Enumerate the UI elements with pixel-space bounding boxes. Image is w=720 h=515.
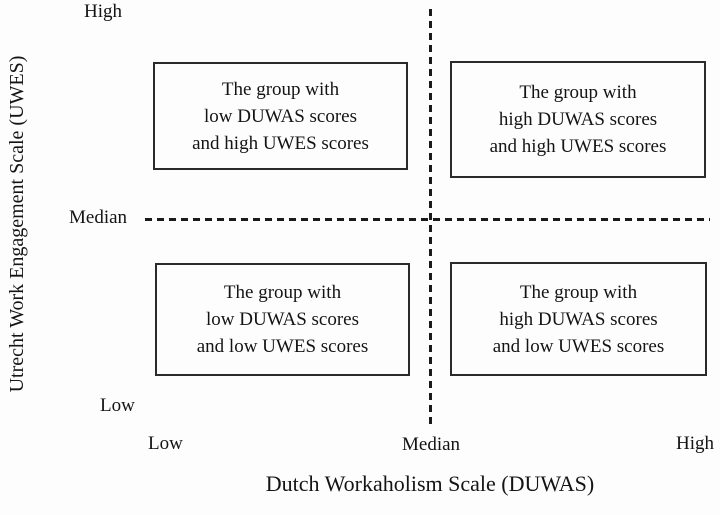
median-dashed-line-horizontal (145, 218, 710, 221)
quadrant-box-low-duwas-low-uwes: The group with low DUWAS scores and low … (155, 263, 410, 376)
quadrant-text-line: The group with (519, 82, 637, 103)
y-axis-tick-median: Median (69, 207, 128, 228)
quadrant-text-line: The group with (223, 282, 342, 303)
x-axis-tick-median: Median (402, 434, 461, 455)
median-dashed-line-vertical (429, 9, 432, 424)
x-axis-tick-low: Low (148, 433, 183, 454)
x-axis-tick-high: High (676, 433, 714, 454)
quadrant-box-high-duwas-high-uwes: The group with high DUWAS scores and hig… (450, 61, 706, 178)
quadrant-text-line: low DUWAS scores (203, 105, 358, 127)
quadrant-text-line: low DUWAS scores (205, 309, 360, 330)
quadrant-text-line: and high UWES scores (489, 136, 667, 157)
quadrant-text-line: and low UWES scores (196, 336, 369, 357)
quadrant-text-line: The group with (221, 78, 340, 100)
y-axis-title: Utrecht Work Engagement Scale (UWES) (6, 55, 28, 393)
quadrant-box-low-duwas-high-uwes: The group with low DUWAS scores and high… (153, 62, 408, 170)
x-axis-title: Dutch Workaholism Scale (DUWAS) (265, 471, 595, 496)
quadrant-text-line: and low UWES scores (492, 335, 665, 357)
quadrant-text-line: high DUWAS scores (498, 109, 658, 130)
quadrant-text-line: high DUWAS scores (499, 308, 658, 330)
quadrant-text-line: The group with (519, 281, 638, 303)
y-axis-tick-high: High (84, 1, 122, 22)
quadrant-box-high-duwas-low-uwes: The group with high DUWAS scores and low… (450, 262, 707, 376)
quadrant-text-line: and high UWES scores (192, 132, 369, 154)
y-axis-tick-low: Low (100, 395, 135, 416)
